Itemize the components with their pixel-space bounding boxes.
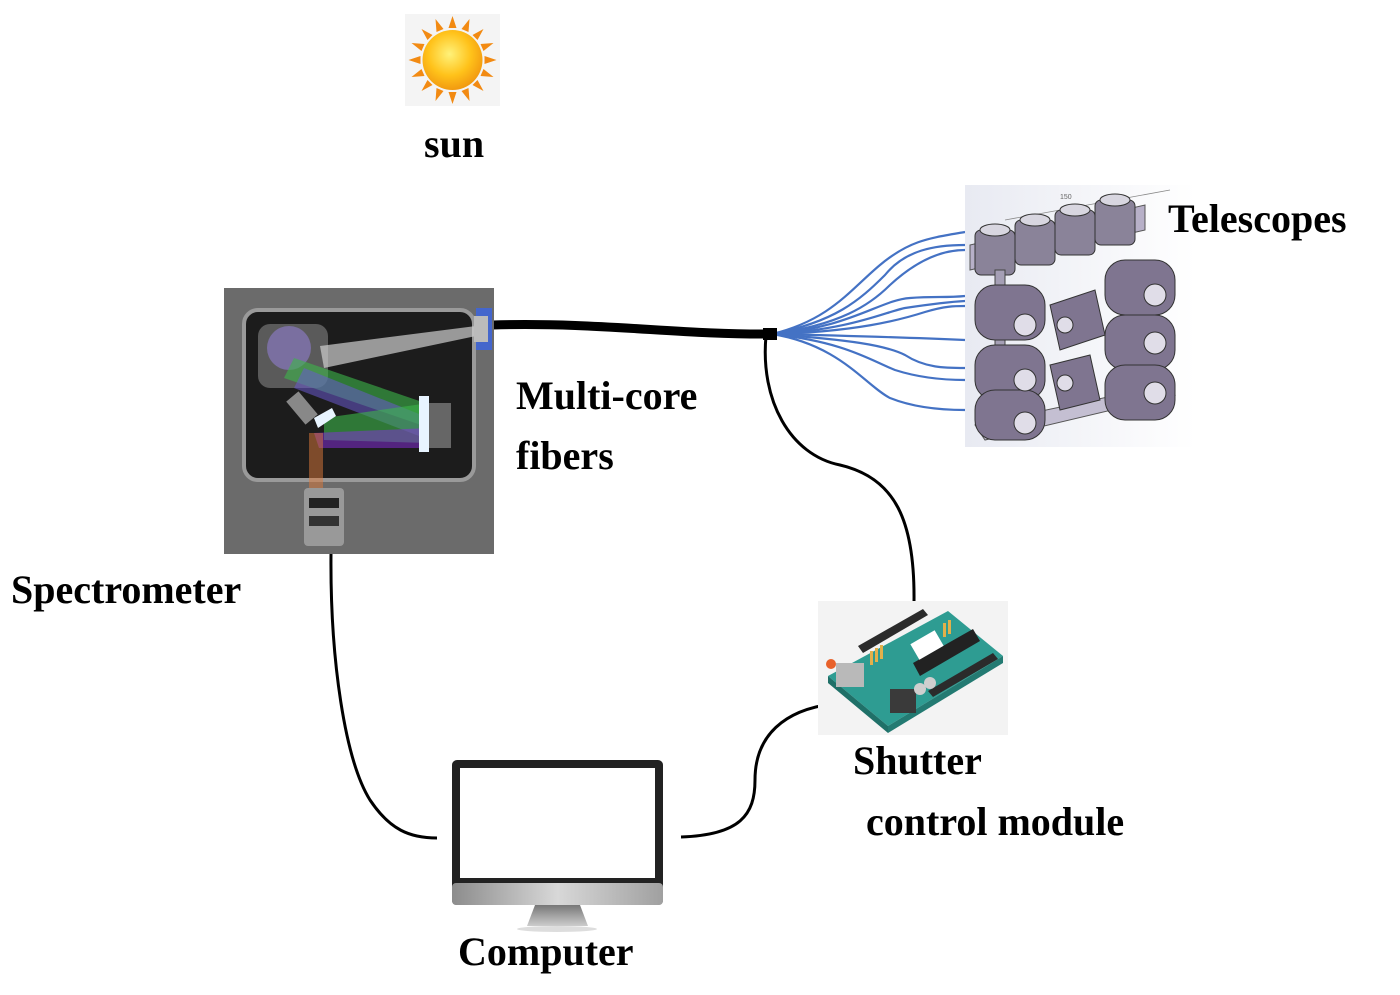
fiber-strands	[771, 230, 966, 412]
sun-node	[405, 14, 500, 106]
shutter-label-line2: control module	[866, 799, 1125, 844]
fibers-label-line2: fibers	[516, 433, 614, 478]
monitor-icon	[452, 760, 663, 932]
fibers-label-line1: Multi-core	[516, 373, 698, 418]
cable-computer-to-shutter	[680, 702, 833, 839]
dimension-label: 150	[1060, 194, 1072, 201]
computer-label: Computer	[458, 929, 634, 974]
telescope-array-icon: 150	[969, 189, 1176, 441]
sun-icon	[408, 16, 497, 104]
spectrometer-icon	[242, 308, 492, 546]
shutter-label-line1: Shutter	[853, 738, 982, 783]
cable-spectrometer-to-computer	[329, 552, 438, 840]
spectrometer-label: Spectrometer	[11, 567, 242, 612]
computer-node	[450, 758, 665, 933]
fiber-trunk	[492, 320, 773, 339]
spectrometer-node	[224, 288, 494, 554]
microcontroller-board-icon	[826, 609, 1003, 733]
shutter-node	[818, 601, 1008, 735]
telescopes-label: Telescopes	[1168, 196, 1347, 241]
cable-fibers-to-shutter	[763, 335, 916, 603]
sun-label: sun	[424, 121, 485, 166]
telescopes-node: 150	[965, 185, 1195, 447]
